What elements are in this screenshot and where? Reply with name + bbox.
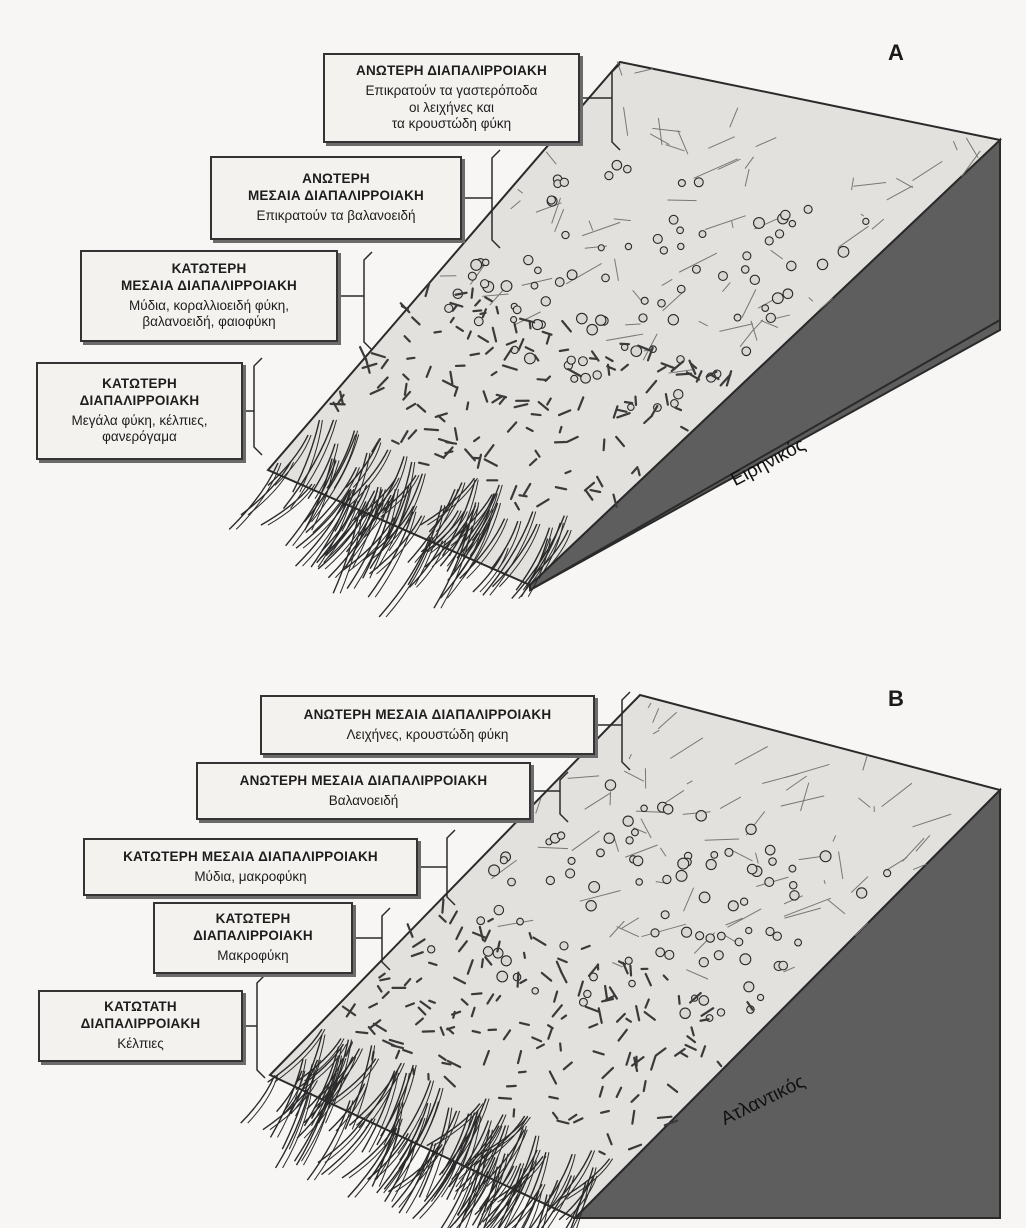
zone-description: Μακροφύκη <box>161 948 345 965</box>
panel-b-zone-3: ΚΑΤΩΤΕΡΗ ΜΕΣΑΙΑ ΔΙΑΠΑΛΙΡΡΟΙΑΚΗ Μύδια, μα… <box>83 838 418 896</box>
panel-b-letter: B <box>888 686 904 712</box>
zone-description: Κέλπιες <box>46 1036 235 1053</box>
panel-a-zone-4: ΚΑΤΩΤΕΡΗ ΔΙΑΠΑΛΙΡΡΟΙΑΚΗ Μεγάλα φύκη, κέλ… <box>36 362 243 460</box>
panel-b-zone-2: ΑΝΩΤΕΡΗ ΜΕΣΑΙΑ ΔΙΑΠΑΛΙΡΡΟΙΑΚΗ Βαλανοειδή <box>196 762 531 820</box>
zone-title: ΚΑΤΩΤΕΡΗ ΔΙΑΠΑΛΙΡΡΟΙΑΚΗ <box>161 911 345 945</box>
panel-a-zone-3: ΚΑΤΩΤΕΡΗ ΜΕΣΑΙΑ ΔΙΑΠΑΛΙΡΡΟΙΑΚΗ Μύδια, κο… <box>80 250 338 342</box>
zone-title: ΑΝΩΤΕΡΗ ΜΕΣΑΙΑ ΔΙΑΠΑΛΙΡΡΟΙΑΚΗ <box>218 171 454 205</box>
zone-title: ΚΑΤΩΤΕΡΗ ΜΕΣΑΙΑ ΔΙΑΠΑΛΙΡΡΟΙΑΚΗ <box>88 261 330 295</box>
zone-title: ΚΑΤΩΤΑΤΗ ΔΙΑΠΑΛΙΡΡΟΙΑΚΗ <box>46 999 235 1033</box>
panel-a-zone-1: ΑΝΩΤΕΡΗ ΔΙΑΠΑΛΙΡΡΟΙΑΚΗ Επικρατούν τα γασ… <box>323 53 580 143</box>
zone-description: Βαλανοειδή <box>204 793 523 810</box>
zone-title: ΚΑΤΩΤΕΡΗ ΔΙΑΠΑΛΙΡΡΟΙΑΚΗ <box>44 376 235 410</box>
zone-description: Μύδια, μακροφύκη <box>91 869 410 886</box>
zone-description: Μύδια, κοραλλιοειδή φύκη, βαλανοειδή, φα… <box>88 298 330 332</box>
zone-bracket <box>243 975 265 1078</box>
zone-description: Επικρατούν τα βαλανοειδή <box>218 208 454 225</box>
zone-title: ΑΝΩΤΕΡΗ ΜΕΣΑΙΑ ΔΙΑΠΑΛΙΡΡΟΙΑΚΗ <box>204 773 523 790</box>
zone-description: Λειχήνες, κρουστώδη φύκη <box>268 727 587 744</box>
zone-bracket <box>338 252 372 350</box>
zone-title: ΑΝΩΤΕΡΗ ΔΙΑΠΑΛΙΡΡΟΙΑΚΗ <box>331 63 572 80</box>
panel-a-letter: A <box>888 40 904 66</box>
zone-description: Μεγάλα φύκη, κέλπιες, φανερόγαμα <box>44 413 235 447</box>
zone-title: ΑΝΩΤΕΡΗ ΜΕΣΑΙΑ ΔΙΑΠΑΛΙΡΡΟΙΑΚΗ <box>268 707 587 724</box>
panel-a-zone-2: ΑΝΩΤΕΡΗ ΜΕΣΑΙΑ ΔΙΑΠΑΛΙΡΡΟΙΑΚΗ Επικρατούν… <box>210 156 462 240</box>
zone-title: ΚΑΤΩΤΕΡΗ ΜΕΣΑΙΑ ΔΙΑΠΑΛΙΡΡΟΙΑΚΗ <box>91 849 410 866</box>
panel-b-zone-4: ΚΑΤΩΤΕΡΗ ΔΙΑΠΑΛΙΡΡΟΙΑΚΗ Μακροφύκη <box>153 902 353 974</box>
panel-b-zone-1: ΑΝΩΤΕΡΗ ΜΕΣΑΙΑ ΔΙΑΠΑΛΙΡΡΟΙΑΚΗ Λειχήνες, … <box>260 695 595 755</box>
panel-b-zone-5: ΚΑΤΩΤΑΤΗ ΔΙΑΠΑΛΙΡΡΟΙΑΚΗ Κέλπιες <box>38 990 243 1062</box>
zone-bracket <box>243 358 262 455</box>
zone-description: Επικρατούν τα γαστερόποδα οι λειχήνες κα… <box>331 83 572 134</box>
